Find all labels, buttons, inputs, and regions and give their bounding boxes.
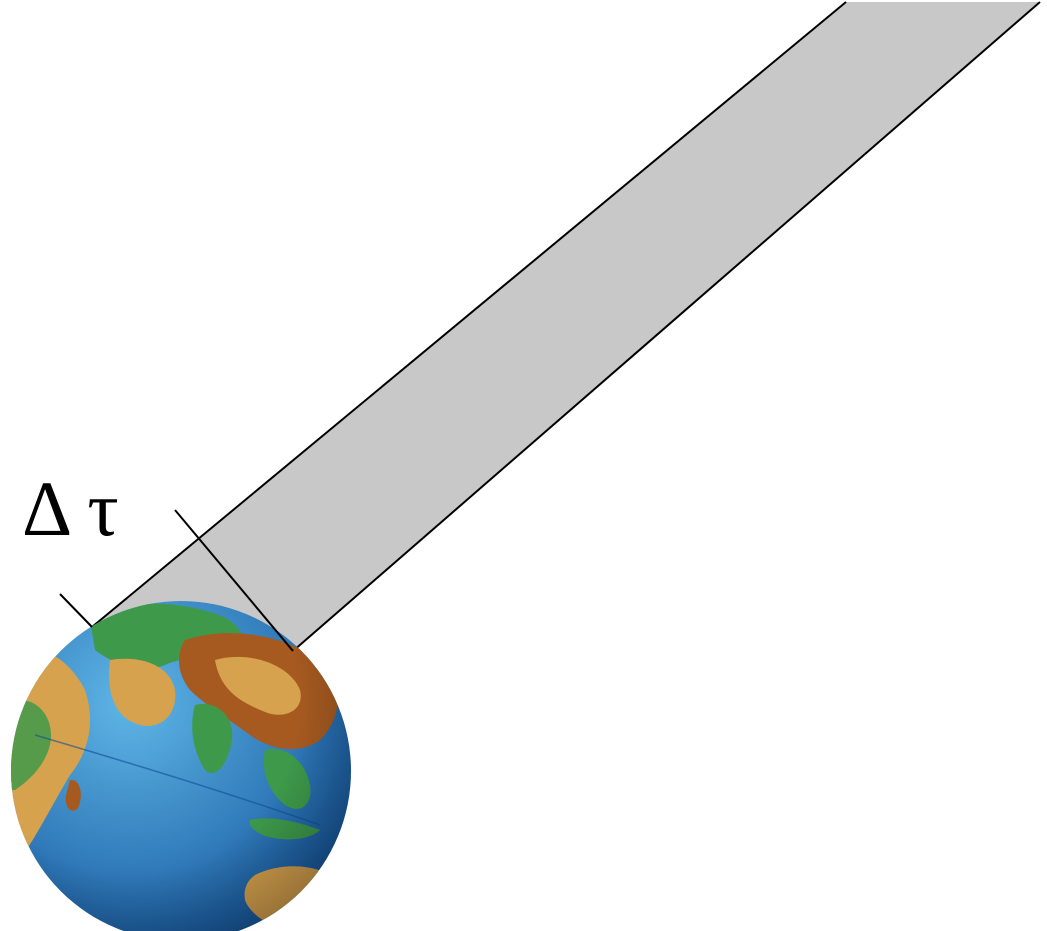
light-beam [92,2,1040,651]
globe-shading [11,601,351,931]
earth-globe-icon [0,601,351,931]
delta-tau-label: Δ τ [22,465,119,552]
beam-upper-edge [92,2,846,627]
beam-lower-edge [293,2,1040,651]
delta-tau-marker-left [60,594,92,627]
